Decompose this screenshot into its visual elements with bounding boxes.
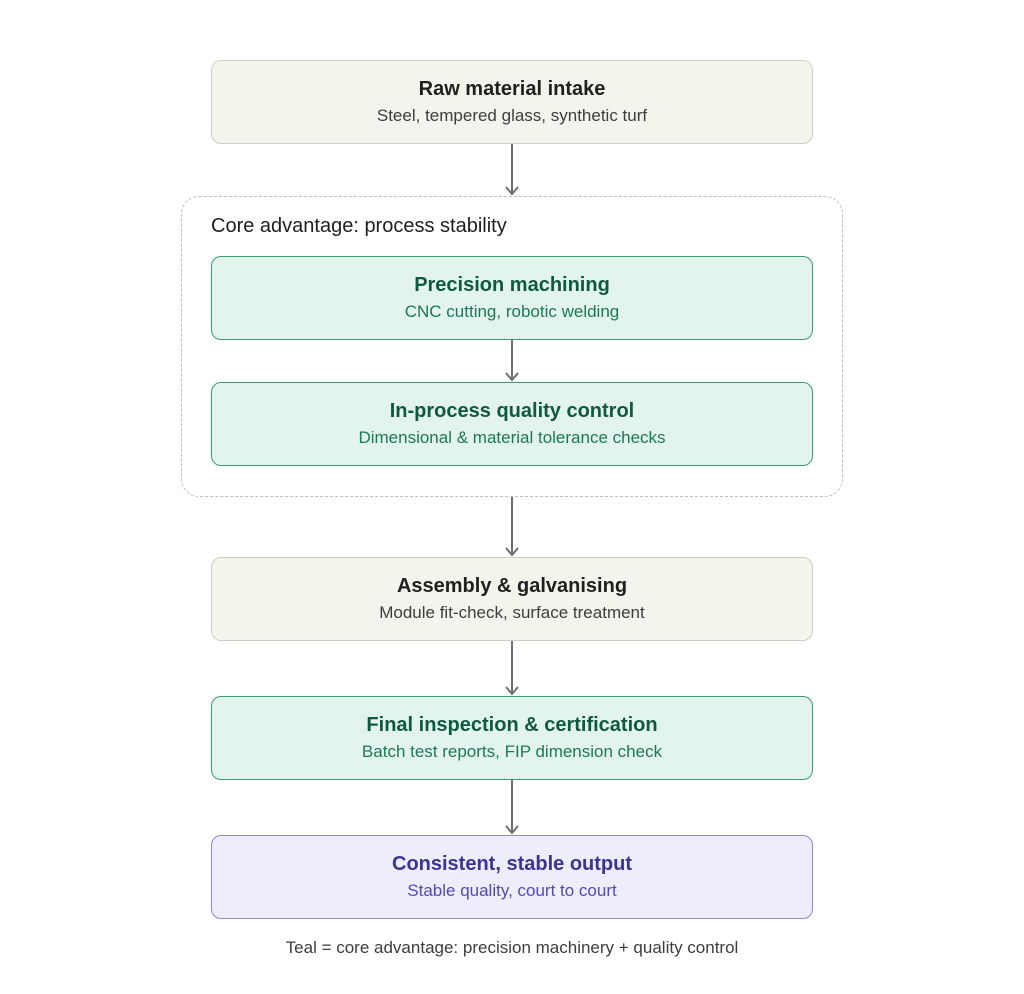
node-title: Assembly & galvanising — [396, 575, 628, 597]
node-title: Final inspection & certification — [366, 714, 658, 736]
arrow-down-icon — [505, 780, 519, 835]
node-precision-machining: Precision machining CNC cutting, robotic… — [211, 256, 813, 340]
group-label: Core advantage: process stability — [211, 215, 507, 237]
node-subtitle: Batch test reports, FIP dimension check — [361, 742, 663, 761]
node-subtitle: Dimensional & material tolerance checks — [358, 428, 666, 447]
node-title: In-process quality control — [389, 400, 635, 422]
node-assembly-galvanising: Assembly & galvanising Module fit-check,… — [211, 557, 813, 641]
node-title: Raw material intake — [418, 78, 606, 100]
node-subtitle: Module fit-check, surface treatment — [379, 603, 645, 622]
arrow-down-icon — [505, 497, 519, 557]
node-subtitle: CNC cutting, robotic welding — [404, 302, 620, 321]
legend-caption: Teal = core advantage: precision machine… — [285, 938, 739, 957]
node-final-inspection-certification: Final inspection & certification Batch t… — [211, 696, 813, 780]
node-title: Precision machining — [414, 274, 610, 296]
node-raw-material-intake: Raw material intake Steel, tempered glas… — [211, 60, 813, 144]
arrow-down-icon — [505, 340, 519, 382]
node-in-process-quality-control: In-process quality control Dimensional &… — [211, 382, 813, 466]
node-consistent-stable-output: Consistent, stable output Stable quality… — [211, 835, 813, 919]
arrow-down-icon — [505, 641, 519, 696]
node-title: Consistent, stable output — [392, 853, 632, 875]
node-subtitle: Steel, tempered glass, synthetic turf — [376, 106, 648, 125]
core-advantage-group — [181, 196, 843, 497]
node-subtitle: Stable quality, court to court — [407, 881, 617, 900]
arrow-down-icon — [505, 144, 519, 196]
